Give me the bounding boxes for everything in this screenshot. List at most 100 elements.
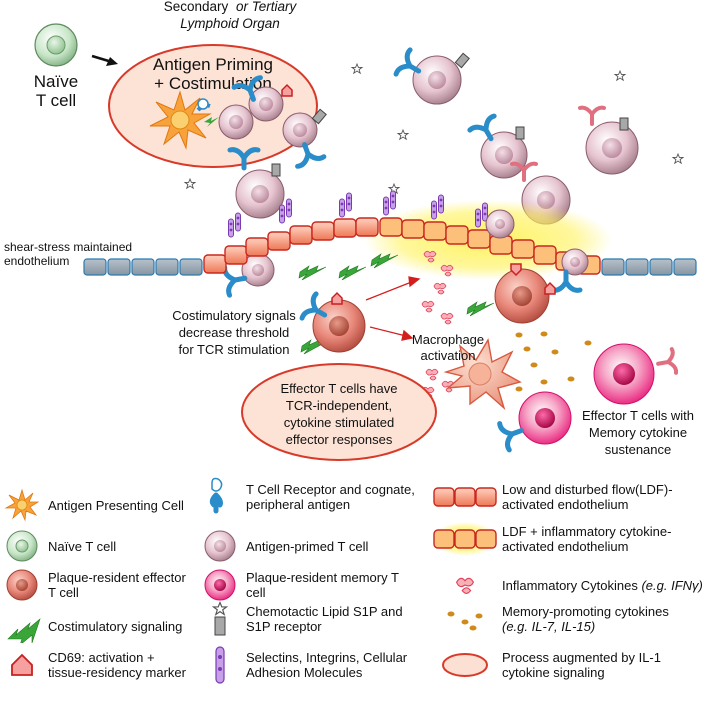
- svg-text:Secondary or Tertiary: Secondary or Tertiary: [164, 0, 298, 14]
- cd69-icon: [0, 648, 44, 682]
- macro-label-line1: Macrophage: [412, 332, 484, 347]
- adhering-cell-1: [485, 209, 515, 239]
- legend-cd69-line2: tissue-residency marker: [48, 665, 186, 680]
- legend-apc-text: Antigen Presenting Cell: [48, 497, 184, 513]
- memory-cell-icon: [198, 568, 242, 602]
- legend-infl-cyt-example: (e.g. IFNγ): [641, 577, 703, 593]
- legend-item-costim: Costimulatory signaling: [0, 609, 182, 643]
- selectin-icon: [198, 646, 242, 684]
- organ-label-italic: or Tertiary: [236, 0, 298, 14]
- inflamed-endothelium: [379, 217, 601, 275]
- effector-label-line3: cytokine stimulated: [284, 415, 395, 430]
- resting-endothelium-left: [83, 258, 203, 276]
- naive-label-line1: Naïve: [34, 72, 78, 91]
- legend-cd69-line1: CD69: activation +: [48, 650, 155, 665]
- memory-label-line2: Memory cytokine: [589, 425, 687, 440]
- legend-item-ldf: Low and disturbed flow(LDF)-activated en…: [432, 480, 673, 514]
- effector-label-line1: Effector T cells have: [280, 381, 397, 396]
- legend-mem-cyt-example: (e.g. IL-7, IL-15): [502, 619, 596, 634]
- legend-il1-line1: Process augmented by IL-1: [502, 650, 661, 665]
- naive-label-line2: T cell: [36, 91, 76, 110]
- legend-naive-text: Naïve T cell: [48, 538, 117, 554]
- effector-ellipse: [241, 363, 437, 461]
- apc-bridge: [196, 98, 219, 127]
- memory-cell-2: [499, 391, 572, 450]
- tcr-icon: [198, 477, 242, 514]
- naive-cell-icon: [0, 529, 44, 563]
- legend-item-ldf-inflamed: LDF + inflammatory cytokine-activated en…: [432, 522, 671, 556]
- primed-cell-near-endothelium: [224, 253, 275, 295]
- adhering-cell-2: [552, 248, 589, 290]
- shear-label-line1: shear-stress maintained: [4, 240, 132, 254]
- central-effector-cell: [302, 293, 366, 353]
- apc-in-organ: [149, 90, 212, 150]
- organ-label-line1: Secondary: [164, 0, 229, 14]
- legend-item-tcr: T Cell Receptor and cognate,peripheral a…: [198, 477, 415, 514]
- priming-arrow-head: [106, 57, 118, 66]
- legend-item-cd69: CD69: activation +tissue-residency marke…: [0, 648, 186, 682]
- legend-item-apc: Antigen Presenting Cell: [0, 488, 184, 522]
- legend-effector-line1: Plaque-resident effector: [48, 570, 186, 585]
- legend-memory-line1: Plaque-resident memory T: [246, 570, 399, 585]
- legend-primed-text: Antigen-primed T cell: [246, 538, 369, 554]
- circulating-primed-cell-5: [230, 150, 285, 219]
- primed-cell-organ-1: [218, 104, 254, 140]
- circulating-primed-cell-2: [470, 116, 528, 179]
- resting-endothelium-right: [601, 258, 697, 276]
- legend-ldf-line2: activated endothelium: [502, 497, 629, 512]
- legend-s1p-line1: Chemotactic Lipid S1P and: [246, 604, 403, 619]
- effector-label-line4: effector responses: [286, 432, 393, 447]
- apc-icon: [0, 488, 44, 522]
- legend-s1p-line2: S1P receptor: [246, 619, 322, 634]
- legend-item-naive: Naïve T cell: [0, 529, 116, 563]
- legend-item-mem-cyt: Memory-promoting cytokines(e.g. IL-7, IL…: [432, 602, 669, 636]
- costim-icon: [0, 609, 44, 643]
- costim-label-line3: for TCR stimulation: [178, 342, 289, 357]
- inflammatory-cytokine-icon: [432, 568, 498, 602]
- legend-memory-line2: cell: [246, 585, 266, 600]
- legend: Antigen Presenting Cell T Cell Receptor …: [0, 468, 716, 711]
- effector-cell-right: [494, 263, 556, 324]
- legend-infl-cyt-text: Inflammatory Cytokines: [502, 577, 638, 593]
- memory-label-line3: sustenance: [605, 442, 672, 457]
- legend-tcr-line2: peripheral antigen: [246, 497, 351, 512]
- organ-label-line2: Lymphoid Organ: [180, 16, 280, 31]
- circulating-primed-cell-3: [578, 105, 639, 175]
- legend-item-infl-cyt: Inflammatory Cytokines (e.g. IFNγ): [432, 568, 703, 602]
- macro-label-line2: activation: [421, 348, 476, 363]
- effector-cell-icon: [0, 568, 44, 602]
- shear-label-line2: endothelium: [4, 254, 69, 268]
- legend-ldf-infl-line2: activated endothelium: [502, 539, 629, 554]
- legend-tcr-line1: T Cell Receptor and cognate,: [246, 482, 415, 497]
- memory-cell-1: [593, 343, 679, 405]
- primed-cell-organ-2: [234, 77, 293, 122]
- legend-costim-text: Costimulatory signaling: [48, 618, 183, 634]
- effector-label-line2: TCR-independent,: [286, 398, 392, 413]
- s1p-icon: [198, 600, 242, 636]
- memory-label-line1: Effector T cells with: [582, 408, 694, 423]
- macrophage: [443, 338, 522, 411]
- circulating-primed-cell-1: [396, 50, 470, 105]
- legend-ldf-line1: Low and disturbed flow(LDF)-: [502, 482, 673, 497]
- legend-il1-line2: cytokine signaling: [502, 665, 605, 680]
- activation-arrows: [365, 276, 421, 341]
- legend-selectin-line1: Selectins, Integrins, Cellular: [246, 650, 408, 665]
- costim-label-line1: Costimulatory signals: [172, 308, 296, 323]
- ldf-endothelium: [203, 217, 379, 274]
- legend-mem-cyt-line1: Memory-promoting cytokines: [502, 604, 669, 619]
- priming-label-line1: Antigen Priming: [153, 55, 273, 74]
- naive-t-cell-top: [34, 23, 78, 67]
- legend-effector-line2: T cell: [48, 585, 79, 600]
- legend-item-primed: Antigen-primed T cell: [198, 529, 368, 563]
- priming-ellipse: [108, 44, 318, 168]
- inflamed-endothelium-icon: [432, 522, 498, 556]
- costim-label-line2: decrease threshold: [179, 325, 290, 340]
- ldf-endothelium-icon: [432, 480, 498, 514]
- legend-selectin-line2: Adhesion Molecules: [246, 665, 363, 680]
